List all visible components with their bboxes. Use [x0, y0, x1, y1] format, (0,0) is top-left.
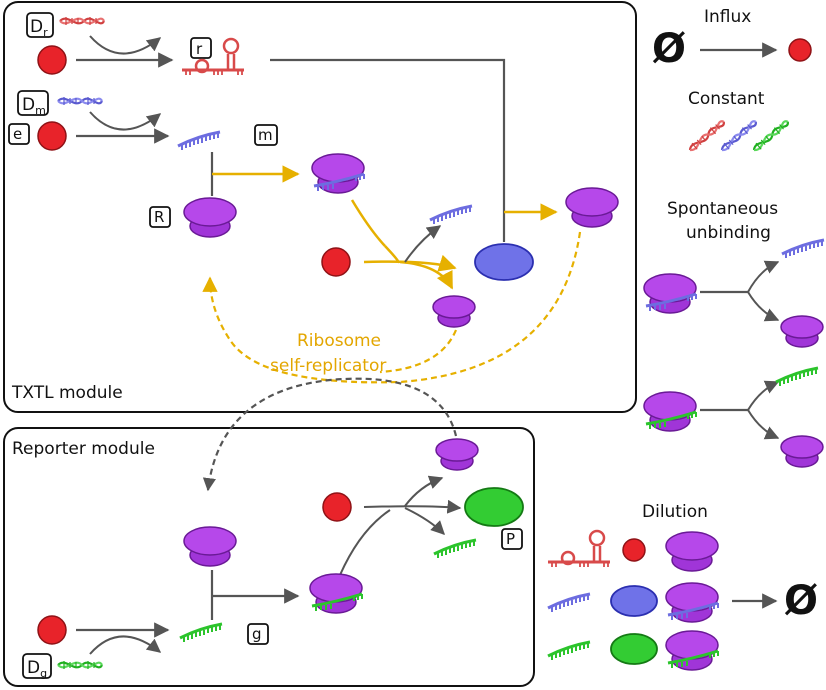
enzyme: [474, 243, 534, 281]
arrow-dm-catalysis: [89, 111, 162, 131]
P-label: P: [506, 530, 515, 548]
unbinding-ribosome-1: [780, 315, 824, 348]
ribosome-mrna-complex: [312, 154, 364, 193]
dna-g-icon: [56, 659, 104, 671]
assembled-ribosome: [565, 187, 619, 228]
spontaneous-title-1: Spontaneous: [667, 199, 778, 219]
unbinding-ribosome-2: [780, 435, 824, 468]
dna-m-icon: [56, 95, 104, 107]
arrow-translation: [363, 254, 457, 272]
ribosome-share-link: [202, 377, 458, 492]
energy-molecule-1: [37, 45, 67, 75]
released-mrna: [428, 204, 474, 226]
unbinding-complex-green: [644, 392, 696, 431]
self-replicator-loop: [202, 231, 582, 384]
dilution-title: Dilution: [642, 502, 708, 522]
ribosome-annotation-1: Ribosome: [297, 331, 381, 351]
ribosome-annotation-2: self-replicator: [270, 356, 386, 376]
arrow-reporter-translation: [363, 499, 462, 514]
protein-P: [464, 487, 524, 527]
dr-label-box: [26, 12, 54, 38]
arrow-dr-catalysis: [89, 35, 162, 55]
released-mrna-g: [432, 538, 478, 560]
dr-label: Dr: [30, 17, 48, 39]
line-r-to-assembly: [270, 58, 506, 242]
dm-label: Dm: [22, 95, 46, 117]
dna-r-icon: [58, 15, 106, 27]
dilution-species-grid: [546, 529, 718, 670]
unbinding-mrna-blue: [780, 238, 826, 260]
constant-title: Constant: [688, 89, 765, 109]
released-ribosome: [432, 295, 476, 328]
reporter-module-label: Reporter module: [12, 439, 155, 459]
e-label: e: [13, 125, 22, 143]
reporter-released-ribosome: [435, 438, 479, 471]
energy-molecule-2: [37, 121, 67, 151]
r-label: r: [196, 40, 203, 58]
reporter-complex: [310, 574, 362, 613]
dg-label: Dg: [27, 658, 47, 680]
m-label: m: [258, 126, 273, 144]
influx-empty-set: Ø: [652, 26, 686, 72]
reporter-ribosome: [183, 526, 237, 567]
mrna-g-icon: [178, 622, 224, 644]
influx-energy: [788, 38, 812, 62]
influx-title: Influx: [704, 7, 751, 27]
energy-molecule-3: [321, 247, 351, 277]
R-label: R: [154, 208, 164, 226]
energy-molecule-4: [322, 492, 352, 522]
unbinding-complex-blue: [644, 274, 696, 313]
energy-molecule-5: [37, 615, 67, 645]
reporter-module-box: [3, 427, 535, 687]
unbinding-mrna-green: [774, 366, 820, 388]
txtl-module-label: TXTL module: [11, 383, 123, 403]
ribosome-R: [183, 197, 237, 238]
txtl-module-box: [3, 1, 637, 413]
g-label: g: [252, 625, 262, 643]
constant-dna-icons: [686, 117, 792, 155]
dilution-empty-set: Ø: [784, 578, 818, 624]
spontaneous-title-2: unbinding: [686, 223, 771, 243]
mrna-m-icon: [176, 130, 222, 152]
